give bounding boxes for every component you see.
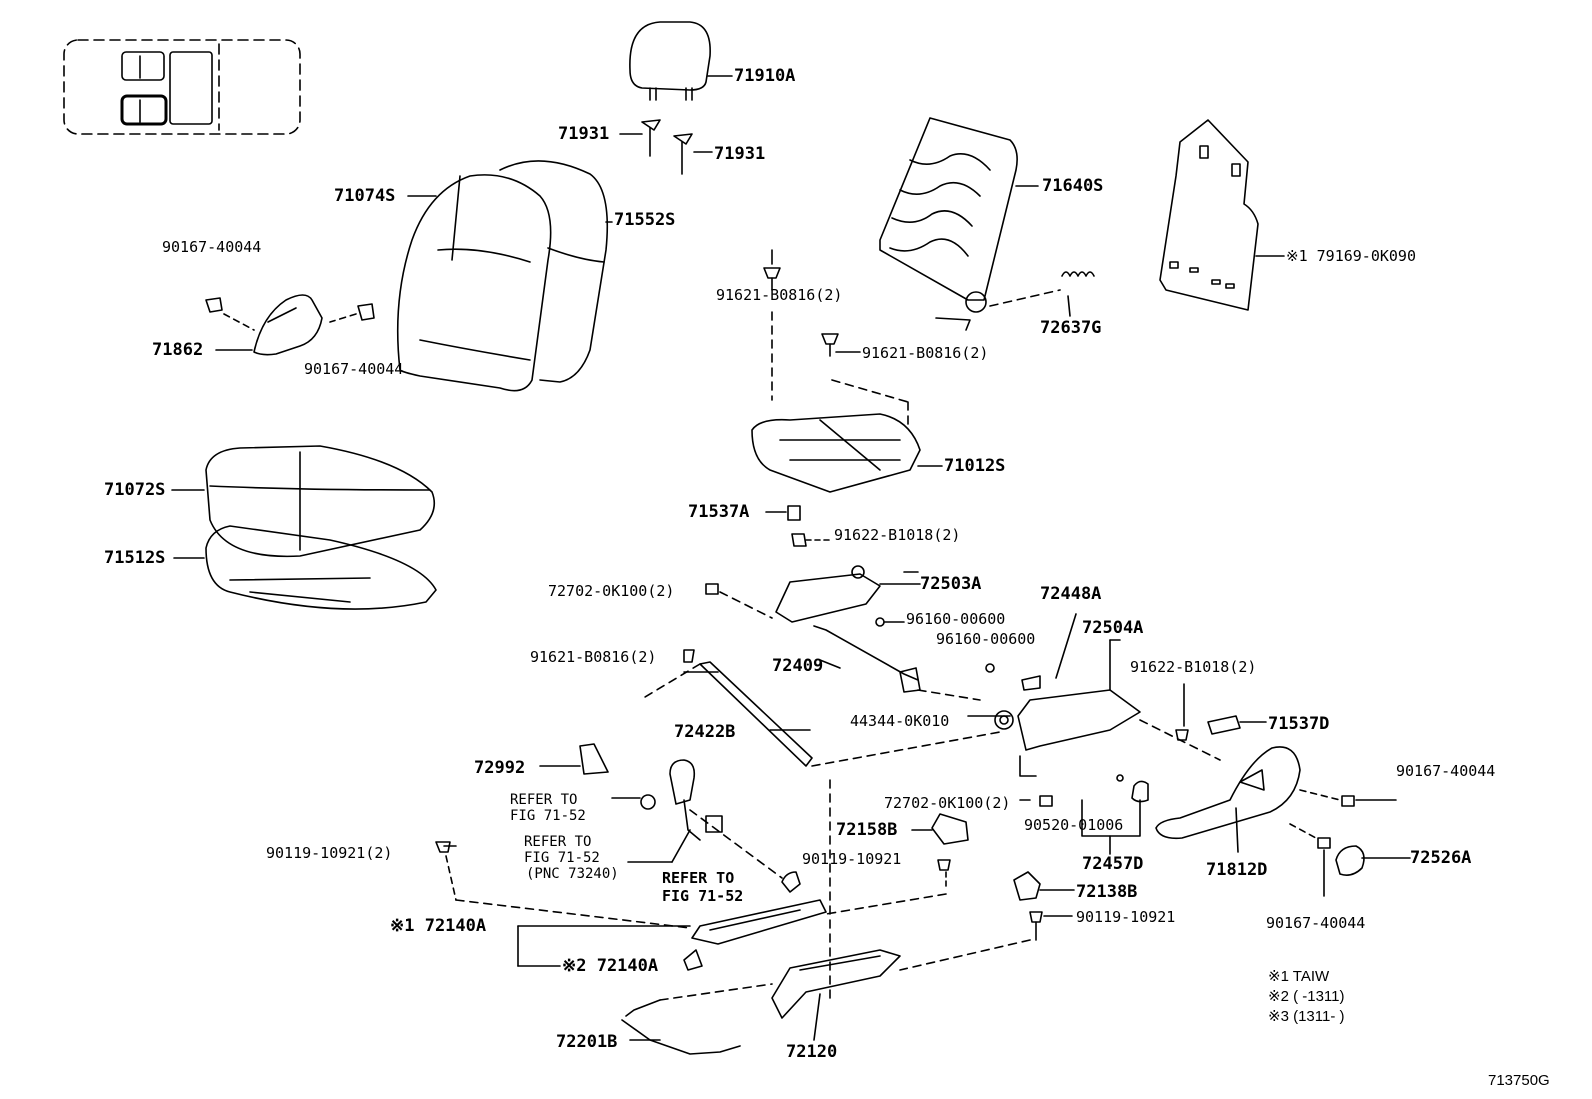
part-label-71931-b[interactable]: 71931 — [714, 144, 766, 164]
part-label-72140A-1[interactable]: ※1 72140A — [390, 916, 487, 936]
part-label-72448A[interactable]: 72448A — [1040, 584, 1102, 604]
part-label-72637G[interactable]: 72637G — [1040, 318, 1102, 338]
seat-cushion — [171, 445, 437, 610]
part-label-96160-00600-a[interactable]: 96160-00600 — [906, 610, 1006, 628]
hinge-cover — [205, 294, 375, 356]
part-label-72201B[interactable]: 72201B — [556, 1032, 618, 1052]
spring — [989, 271, 1095, 317]
part-label-72702-0K100-a[interactable]: 72702-0K100(2) — [548, 582, 675, 600]
part-label-72992[interactable]: 72992 — [474, 758, 526, 778]
part-label-90167-40044-d[interactable]: 90167-40044 — [1266, 914, 1366, 932]
part-label-71640S[interactable]: 71640S — [1042, 176, 1104, 196]
part-label-71910A[interactable]: 71910A — [734, 66, 796, 86]
footnote-2: ※2 ( -1311) — [1268, 988, 1345, 1005]
leader-lines — [683, 571, 1031, 801]
part-label-90119-10921-b[interactable]: 90119-10921 — [802, 850, 902, 868]
part-label-72503A[interactable]: 72503A — [920, 574, 982, 594]
headrest — [629, 21, 733, 101]
part-label-72120[interactable]: 72120 — [786, 1042, 838, 1062]
part-label-71072S[interactable]: 71072S — [104, 480, 166, 500]
part-label-90167-40044-a[interactable]: 90167-40044 — [162, 238, 262, 256]
release-rod — [813, 625, 981, 701]
part-label-90167-40044-b[interactable]: 90167-40044 — [304, 360, 404, 378]
part-label-72138B[interactable]: 72138B — [1076, 882, 1138, 902]
seatback-frame — [879, 117, 1039, 331]
part-label-71074S[interactable]: 71074S — [334, 186, 396, 206]
seatbelt-buckle — [539, 743, 801, 893]
refer-note-1-line1: REFER TO — [510, 792, 578, 808]
part-label-72702-0K100-b[interactable]: 72702-0K100(2) — [884, 794, 1011, 812]
part-label-72457D[interactable]: 72457D — [1082, 854, 1144, 874]
headrest-supports — [619, 119, 713, 175]
part-label-44344-0K010[interactable]: 44344-0K010 — [850, 712, 950, 730]
brackets — [911, 813, 1075, 941]
part-label-72504A[interactable]: 72504A — [1082, 618, 1144, 638]
seat-location-inset — [63, 39, 301, 135]
part-label-72409[interactable]: 72409 — [772, 656, 824, 676]
nut-washer — [1039, 774, 1149, 855]
part-label-91621-B0816-a[interactable]: 91621-B0816(2) — [716, 286, 843, 304]
part-label-91622-B1018-a[interactable]: 91622-B1018(2) — [834, 526, 961, 544]
figure-id: 713750G — [1488, 1072, 1550, 1089]
lever-clip — [1289, 789, 1411, 897]
footnote-3: ※3 (1311- ) — [1268, 1008, 1345, 1025]
part-label-91622-B1018-b[interactable]: 91622-B1018(2) — [1130, 658, 1257, 676]
part-label-72422B[interactable]: 72422B — [674, 722, 736, 742]
seat-wire — [621, 983, 773, 1055]
part-label-90167-40044-c[interactable]: 90167-40044 — [1396, 762, 1496, 780]
refer-note-2-line2: FIG 71-52 — [524, 850, 600, 866]
part-label-91621-B0816-c[interactable]: 91621-B0816(2) — [530, 648, 657, 666]
recliner-lever — [1155, 746, 1301, 853]
refer-note-3-line2: FIG 71-52 — [662, 887, 744, 905]
recliner-upper — [705, 565, 921, 627]
part-label-72140A-2[interactable]: ※2 72140A — [562, 956, 659, 976]
part-label-71012S[interactable]: 71012S — [944, 456, 1006, 476]
part-label-71537D[interactable]: 71537D — [1268, 714, 1330, 734]
part-label-90119-10921-a[interactable]: 90119-10921(2) — [266, 844, 393, 862]
link-rod — [639, 649, 1001, 767]
bolts-right — [1139, 683, 1267, 761]
part-label-91621-B0816-b[interactable]: 91621-B0816(2) — [862, 344, 989, 362]
part-label-71862[interactable]: 71862 — [152, 340, 204, 360]
part-label-79169-0K090[interactable]: ※1 79169-0K090 — [1286, 247, 1416, 265]
refer-note-2-line3: (PNC 73240) — [526, 866, 619, 882]
back-board — [1159, 119, 1285, 311]
part-label-90119-10921-c[interactable]: 90119-10921 — [1076, 908, 1176, 926]
bolts-upper — [763, 249, 909, 431]
part-label-72526A[interactable]: 72526A — [1410, 848, 1472, 868]
part-label-72158B[interactable]: 72158B — [836, 820, 898, 840]
footnote-1: ※1 TAIW — [1268, 968, 1330, 985]
part-label-96160-00600-b[interactable]: 96160-00600 — [936, 630, 1036, 648]
part-label-90520-01006[interactable]: 90520-01006 — [1024, 816, 1124, 834]
part-label-71552S[interactable]: 71552S — [614, 210, 676, 230]
refer-note-1-line2: FIG 71-52 — [510, 808, 586, 824]
part-label-71512S[interactable]: 71512S — [104, 548, 166, 568]
refer-note-3-line1: REFER TO — [662, 869, 735, 887]
part-label-71537A[interactable]: 71537A — [688, 502, 750, 522]
seat-rails — [435, 779, 1031, 1041]
refer-note-2-line1: REFER TO — [524, 834, 592, 850]
part-label-71931-a[interactable]: 71931 — [558, 124, 610, 144]
part-label-71812D[interactable]: 71812D — [1206, 860, 1268, 880]
seat-frame — [751, 413, 943, 547]
seatback-cover — [396, 160, 613, 392]
